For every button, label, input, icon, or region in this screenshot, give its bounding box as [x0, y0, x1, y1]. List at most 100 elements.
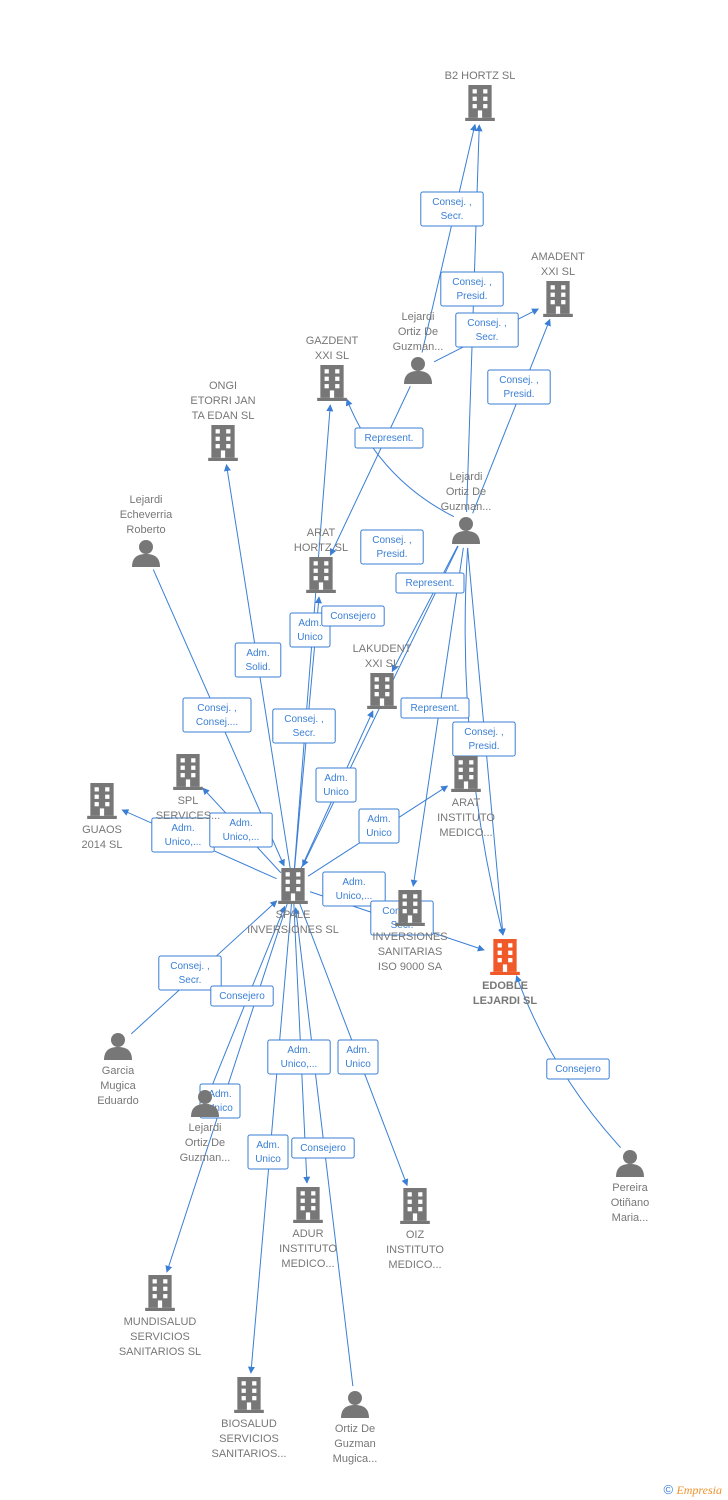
- edge-label-text: Consejero: [300, 1143, 346, 1154]
- person-icon: [341, 1391, 369, 1418]
- edge-label-box: [272, 708, 336, 744]
- edge-label-box: [291, 1137, 355, 1159]
- edge-label-lejardi2-to-edoble[interactable]: Represent.: [400, 697, 470, 719]
- edge-label-spale-to-gazdent[interactable]: Consej. ,Secr.: [272, 708, 336, 744]
- edge-label-text: Adm.: [342, 877, 365, 888]
- node-label: SANITARIAS: [378, 946, 443, 958]
- edge-label-spale-to-lakudent[interactable]: Adm.Unico: [315, 767, 357, 803]
- node-label: BIOSALUD: [221, 1418, 277, 1430]
- edge-label-lejardi2-to-edoble[interactable]: Consej. ,Presid.: [452, 721, 516, 757]
- node-label: LEJARDI SL: [473, 995, 537, 1007]
- node-biosalud[interactable]: BIOSALUDSERVICIOSSANITARIOS...: [212, 1377, 287, 1460]
- edge-label-lejardi2-to-lakudent[interactable]: Represent.: [395, 572, 465, 594]
- edge-label-text: Unico: [323, 787, 349, 798]
- node-label: SERVICES...: [156, 810, 221, 822]
- edge-label-lejardiEch-to-spale[interactable]: Consej. ,Consej....: [182, 697, 252, 733]
- edge-label-text: Adm.: [256, 1140, 279, 1151]
- edge-label-spale-to-adur[interactable]: Adm.Unico,...: [267, 1039, 331, 1075]
- node-b2hortz[interactable]: B2 HORTZ SL: [445, 70, 516, 121]
- edge-label-ortizdeg-to-spale[interactable]: Consejero: [291, 1137, 355, 1159]
- node-label: Pereira: [612, 1182, 648, 1194]
- person-icon: [452, 517, 480, 544]
- edge-label-box: [395, 572, 465, 594]
- brand-logo[interactable]: Empresia: [676, 1483, 722, 1497]
- node-label: B2 HORTZ SL: [445, 70, 516, 82]
- edge-label-lejardi2-to-b2hortz[interactable]: Consej. ,Presid.: [440, 271, 504, 307]
- edge-label-box: [158, 955, 222, 991]
- edge-label-lejardi3-to-spale[interactable]: Consejero: [210, 985, 274, 1007]
- edge-lejardi2-to-lakudent: [391, 545, 459, 673]
- node-ortizdeg[interactable]: Ortiz DeGuzmanMugica...: [333, 1391, 378, 1465]
- edge-label-box: [337, 1039, 379, 1075]
- node-label: SERVICIOS: [130, 1331, 190, 1343]
- edge-label-spale-to-biosalud[interactable]: Adm.Unico: [247, 1134, 289, 1170]
- node-label: Ortiz De: [446, 486, 486, 498]
- node-label: ETORRI JAN: [190, 395, 255, 407]
- person-icon: [104, 1033, 132, 1060]
- edge-lejardi2-to-amadent: [472, 318, 551, 514]
- edge-label-garcia-to-spale[interactable]: Consej. ,Secr.: [158, 955, 222, 991]
- node-label: TA EDAN SL: [192, 410, 255, 422]
- edge-label-spale-to-arathortz[interactable]: Adm.Unico: [289, 612, 331, 648]
- edge-label-text: Unico,...: [281, 1059, 318, 1070]
- edge-label-text: Presid.: [503, 389, 534, 400]
- edge-label-lejardi1-to-arathortz[interactable]: Consej. ,Presid.: [360, 529, 424, 565]
- node-adur[interactable]: ADURINSTITUTOMEDICO...: [279, 1187, 337, 1270]
- edge-label-box: [487, 369, 551, 405]
- node-label: INSTITUTO: [386, 1244, 444, 1256]
- edge-label-spale-to-ongi[interactable]: Adm.Solid.: [234, 642, 282, 678]
- person-icon: [404, 357, 432, 384]
- node-pereira[interactable]: PereiraOtiñanoMaria...: [611, 1150, 650, 1224]
- node-spl[interactable]: SPLSERVICES...: [156, 754, 221, 822]
- node-aratinst[interactable]: ARATINSTITUTOMEDICO...: [437, 756, 495, 839]
- node-label: Otiñano: [611, 1197, 650, 1209]
- edge-label-pereira-to-edoble[interactable]: Consejero: [546, 1058, 610, 1080]
- edge-label-box: [234, 642, 282, 678]
- edge-label-spale-to-aratinst[interactable]: Adm.Unico: [358, 808, 400, 844]
- node-label: Ortiz De: [335, 1423, 375, 1435]
- person-icon: [132, 540, 160, 567]
- building-icon: [490, 939, 520, 975]
- edge-label-lejardi1-to-b2hortz[interactable]: Consej. ,Secr.: [420, 191, 484, 227]
- edge-labels-layer: Consej. ,Secr.Consej. ,Presid.Consej. ,S…: [151, 191, 610, 1170]
- node-label: OIZ: [406, 1229, 425, 1241]
- edge-label-text: Consej. ,: [284, 714, 323, 725]
- node-label: MEDICO...: [281, 1258, 334, 1270]
- edge-label-lejardi2-to-amadent[interactable]: Consej. ,Presid.: [487, 369, 551, 405]
- edge-label-text: Adm.: [229, 818, 252, 829]
- edge-label-text: Presid.: [468, 741, 499, 752]
- building-icon: [543, 281, 573, 317]
- edge-label-text: Consej. ,: [432, 197, 471, 208]
- edge-label-spale-to-guaos[interactable]: Adm.Unico,...: [209, 812, 273, 848]
- edge-label-lejardi2-to-gazdent[interactable]: Represent.: [354, 427, 424, 449]
- edge-label-spale-to-oiz[interactable]: Adm.Unico: [337, 1039, 379, 1075]
- edge-label-spale-to-edoble[interactable]: Adm.Unico,...: [322, 871, 386, 907]
- node-label: ARAT: [307, 527, 336, 539]
- edge-label-box: [247, 1134, 289, 1170]
- building-icon: [87, 783, 117, 819]
- node-label: MEDICO...: [439, 827, 492, 839]
- node-label: Guzman: [334, 1438, 376, 1450]
- edge-label-spale-to-spl[interactable]: Adm.Unico,...: [151, 817, 215, 853]
- edge-label-lejardi2-to-spale[interactable]: Consejero: [321, 605, 385, 627]
- node-arathortz[interactable]: ARAT HORTZ SL: [294, 527, 348, 593]
- edge-label-lejardi1-to-amadent[interactable]: Consej. ,Secr.: [455, 312, 519, 348]
- edge-lejardi1-to-arathortz: [329, 386, 411, 556]
- node-oiz[interactable]: OIZINSTITUTOMEDICO...: [386, 1188, 444, 1271]
- node-label: HORTZ SL: [294, 542, 348, 554]
